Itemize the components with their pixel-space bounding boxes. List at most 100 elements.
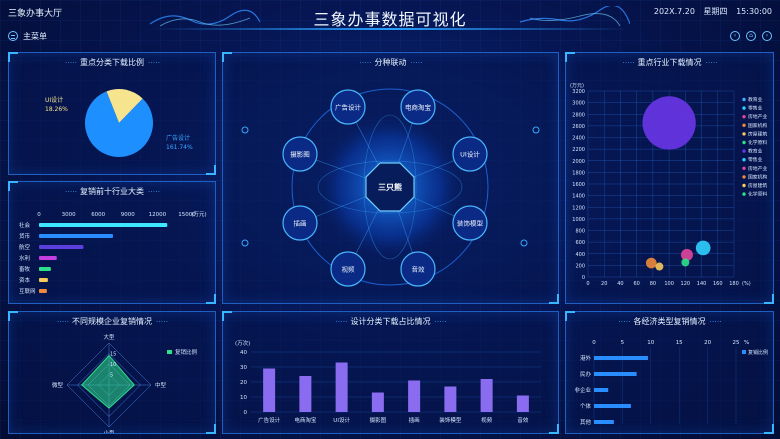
header-ornament-left [150,9,260,27]
bubble-point-5 [681,258,690,267]
home-icon[interactable]: ⌂ [746,31,756,41]
bubble-ytick-10: 2000 [572,159,585,165]
bubble-ytick-16: 3200 [572,89,585,95]
bubble-ytick-6: 1200 [572,205,585,211]
design-category-2: UI设计 [333,416,350,424]
bubble-legend-dot-10 [742,183,746,188]
bubble-legend-label-3: 国家机构 [748,122,767,129]
econ-category-4: 其他 [580,418,592,426]
radar-tick-2: 15 [110,352,116,358]
bubble-legend-dot-5 [742,140,746,145]
radar-series-area [80,354,135,409]
bubble-ytick-8: 1600 [572,182,585,188]
bubble-point-0 [642,96,696,150]
globe-longitude [363,114,417,260]
logo-text: 三只熊 [378,182,402,192]
top10-bar-1 [39,234,113,238]
bubble-legend-label-2: 房地产业 [748,113,767,120]
top10-category-1: 货币 [19,232,31,240]
pie-slice-1 [85,91,153,157]
bubble-ytick-14: 2800 [572,112,585,118]
bubble-legend-dot-9 [742,175,746,179]
time-text: 15:30:00 [736,7,772,16]
bubble-ytick-5: 1000 [572,217,585,223]
node-circle-1 [400,89,436,125]
pie-label-pct-0: 18.26% [45,106,68,113]
bubble-ytick-1: 200 [575,263,585,269]
center-panel-title: 分种联动 [223,57,558,68]
weekday-text: 星期四 [703,7,728,16]
outer-ring [291,88,489,286]
top10-category-4: 畜牧 [19,265,31,273]
node-label-5: 视频 [342,265,356,274]
radar-axis-label-2: 小型 [103,429,115,433]
top10-bar-3 [39,256,57,260]
bubble-ytick-12: 2400 [572,136,585,142]
bubble-ytick-7: 1400 [572,194,585,200]
globe-latitude [317,160,463,214]
date-text: 202X.7.20 [653,7,695,16]
node-label-3: 装饰模型 [457,219,484,228]
design-category-7: 音效 [517,416,529,424]
bubble-legend-dot-7 [742,158,746,162]
bubble-chart: 0200400600800100012001400160018002000220… [570,83,767,287]
bubble-legend-dot-8 [742,166,746,170]
menu-bar: 主菜单 ‹ ⌂ › [0,29,780,45]
node-label-6: 插画 [294,219,307,228]
top10-bar-0 [39,223,168,227]
nav-buttons: ‹ ⌂ › [730,31,772,41]
design-unit: (万次) [235,339,250,347]
forward-icon[interactable]: › [762,31,772,41]
date-time: 202X.7.20 星期四 15:30:00 [648,6,772,17]
radar-panel-title: 不同规模企业复销情况 [9,316,215,327]
design-ytick-1: 10 [240,395,247,401]
design-panel-title: 设计分类下载占比情况 [223,316,558,327]
bubble-xtick-8: 160 [713,281,723,287]
bubble-legend-label-1: 零售业 [748,105,763,112]
design-ytick-3: 30 [240,365,247,371]
econ-bar-1 [594,372,637,376]
bubble-xtick-6: 120 [681,281,691,287]
econ-xtick-4: 20 [704,340,711,346]
top10-panel: 复销前十行业大类 03000600090001200015000(万元)社会货币… [8,181,216,304]
econ-xtick-5: 25 [733,340,740,346]
top10-xtick-3: 9000 [121,212,135,218]
design-bar-7 [516,395,529,412]
design-category-3: 摄影图 [370,416,387,424]
radar-legend-swatch [167,350,172,354]
node-circle-4 [400,251,436,287]
pie-slice-0 [106,89,143,123]
bubble-legend-dot-1 [742,106,746,110]
logo-octagon [365,162,415,212]
bubble-xtick-1: 20 [601,281,607,287]
bubble-legend-dot-4 [742,132,746,136]
bubble-legend-dot-3 [742,123,746,128]
main-menu-label[interactable]: 主菜单 [23,32,47,41]
pie-label-name-0: UI设计 [45,96,63,104]
radar-panel: 不同规模企业复销情况 大型中型小型微型51015复销比例 [8,311,216,434]
design-panel: 设计分类下载占比情况 (万次)010203040广告设计电商淘宝UI设计摄影图插… [222,311,559,434]
back-icon[interactable]: ‹ [730,31,740,41]
design-category-6: 视频 [481,416,493,424]
bubble-xlabel: (%) [742,281,751,287]
header-ornament-right [520,6,630,27]
top10-bar-6 [39,289,47,293]
node-label-1: 电商淘宝 [405,103,432,112]
bubble-legend-label-6: 教育业 [748,148,763,155]
hall-title: 三象办事大厅 [8,9,63,19]
design-ytick-4: 40 [240,350,247,356]
design-category-0: 广告设计 [258,416,281,424]
design-ytick-0: 0 [244,410,248,416]
node-label-7: 摄影图 [290,150,310,159]
radar-axis-label-0: 大型 [103,333,115,341]
bubble-point-2 [680,248,693,261]
bubble-ylabel: (万元) [570,83,584,89]
linkage-diagram: 广告设计电商淘宝UI设计装饰模型音效视频插画摄影图三只熊 [241,88,540,287]
title-underline [150,28,630,30]
top10-unit: (万元) [191,211,206,218]
menu-icon[interactable] [8,31,18,41]
econ-legend-swatch [742,350,746,354]
side-dot-right-bottom [520,239,528,247]
